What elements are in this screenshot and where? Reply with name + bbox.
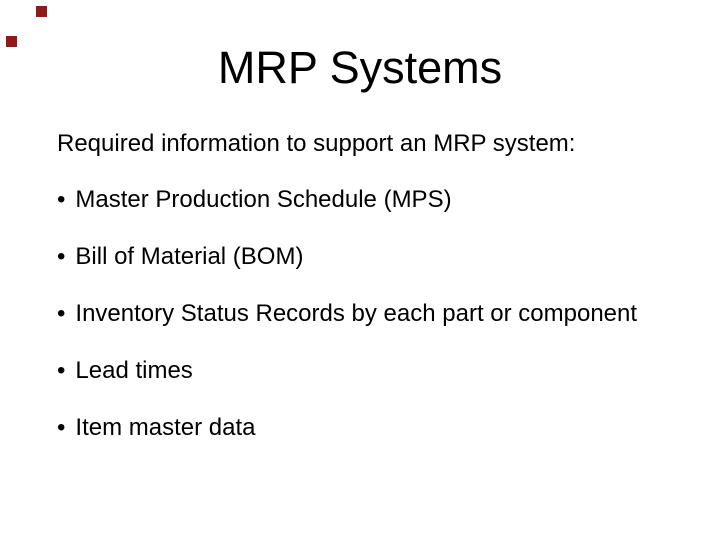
bullet-list: • Master Production Schedule (MPS) • Bil…: [57, 188, 637, 473]
intro-text: Required information to support an MRP s…: [57, 130, 576, 157]
bullet-marker-icon: •: [57, 300, 66, 327]
bullet-marker-icon: •: [57, 186, 66, 213]
bullet-text: Bill of Material (BOM): [75, 243, 304, 270]
bullet-text: Item master data: [75, 414, 256, 441]
bullet-item: • Inventory Status Records by each part …: [57, 302, 637, 326]
corner-decoration-square-left: [6, 36, 17, 47]
bullet-item: • Bill of Material (BOM): [57, 245, 637, 269]
bullet-marker-icon: •: [57, 243, 66, 270]
bullet-text: Inventory Status Records by each part or…: [75, 300, 638, 327]
bullet-marker-icon: •: [57, 357, 66, 384]
bullet-item: • Lead times: [57, 359, 637, 383]
bullet-item: • Item master data: [57, 416, 637, 440]
bullet-marker-icon: •: [57, 414, 66, 441]
bullet-text: Master Production Schedule (MPS): [75, 186, 452, 213]
bullet-item: • Master Production Schedule (MPS): [57, 188, 637, 212]
slide-title: MRP Systems: [217, 42, 503, 93]
bullet-text: Lead times: [75, 357, 193, 384]
corner-decoration-square-top: [36, 6, 47, 17]
